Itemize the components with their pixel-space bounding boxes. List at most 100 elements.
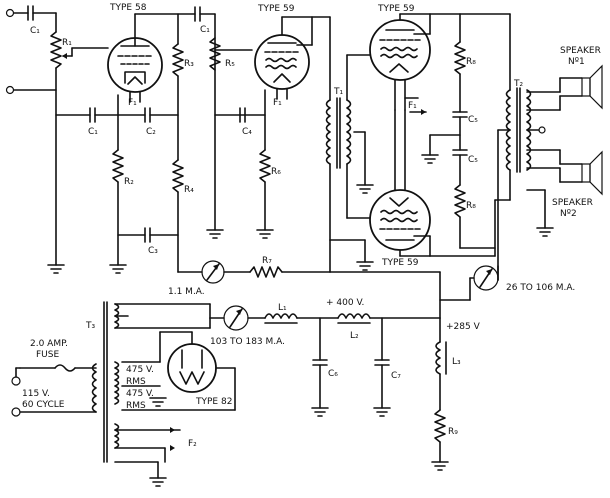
label-c3: C₃ — [148, 246, 158, 256]
label-r8-lower: R₈ — [466, 201, 476, 211]
label-speaker1-num: Nº1 — [568, 57, 585, 67]
ground-symbol — [149, 397, 167, 407]
label-t2: T₂ — [513, 79, 523, 89]
label-mains-c: 60 CYCLE — [22, 400, 65, 410]
label-speaker2: SPEAKER — [552, 198, 593, 208]
label-type59-upper: TYPE 59 — [377, 4, 415, 14]
label-mains-v: 115 V. — [22, 389, 50, 399]
fuse-icon: 2.0 AMP. FUSE — [19, 339, 97, 372]
label-f2: F₂ — [188, 439, 197, 449]
label-r2: R₂ — [124, 177, 134, 187]
label-c1-top: C₁ — [30, 26, 40, 36]
label-c6: C₆ — [328, 369, 338, 379]
label-c1-mid: C₁ — [88, 127, 98, 137]
ground-symbol — [356, 184, 374, 194]
capacitor-c2: C₂ — [144, 107, 156, 137]
resistor-r9: R₉ — [434, 409, 458, 463]
resistor-r5: R₅ — [209, 37, 235, 71]
inductor-l3: L₃ — [435, 341, 461, 375]
resistor-r8-lower: R₈ — [454, 184, 476, 249]
label-f1-type59-upper: F₁ — [408, 101, 417, 111]
transformer-t2: T₂ — [505, 79, 532, 173]
label-l2: L₂ — [350, 331, 359, 341]
mains-terminal-bottom — [11, 407, 21, 417]
capacitor-c3: C₃ — [144, 227, 158, 256]
ground-symbol — [431, 461, 449, 471]
label-v400: + 400 V. — [326, 298, 364, 308]
label-f1-type58: F₁ — [128, 98, 137, 108]
label-type82: TYPE 82 — [195, 397, 232, 407]
label-r6: R₆ — [271, 167, 281, 177]
label-meter3: 26 TO 106 M.A. — [506, 283, 575, 293]
label-l1: L₁ — [278, 303, 287, 313]
tube-type82: TYPE 82 — [167, 343, 232, 407]
input-terminal-bottom — [5, 85, 15, 95]
capacitor-c1-coupling: C₁ — [194, 6, 210, 35]
capacitor-c1-input: C₁ — [27, 5, 57, 36]
ground-symbol — [536, 227, 554, 237]
resistor-r4: R₄ — [172, 159, 194, 273]
tube-type59-driver: F₁ TYPE 59 — [254, 4, 310, 108]
label-tap3: 475 V. — [126, 389, 154, 399]
label-c7: C₇ — [391, 371, 401, 381]
meter-3-icon: 26 TO 106 M.A. — [473, 265, 575, 293]
transformer-t3: T₃ — [85, 301, 120, 463]
label-r4: R₄ — [184, 185, 194, 195]
speaker-1-icon: SPEAKER Nº1 — [560, 46, 603, 110]
label-type58: TYPE 58 — [109, 3, 147, 13]
label-r9: R₉ — [448, 427, 458, 437]
label-type59-lower: TYPE 59 — [381, 258, 419, 268]
label-c2: C₂ — [146, 127, 156, 137]
ground-symbol — [421, 154, 439, 164]
mains-terminal-top — [11, 376, 21, 386]
ground-symbol — [206, 229, 224, 239]
inductor-l2: L₂ — [337, 313, 371, 341]
label-r5: R₅ — [225, 59, 235, 69]
label-tap2: RMS — [126, 377, 146, 387]
speaker-terminal — [538, 126, 546, 134]
label-r7: R₇ — [262, 256, 272, 266]
label-meter2: 103 TO 183 M.A. — [210, 337, 285, 347]
label-tap1: 475 V. — [126, 365, 154, 375]
ground-symbol — [311, 407, 329, 417]
capacitor-c4: C₄ — [239, 107, 252, 137]
label-c1-b: C₁ — [200, 25, 210, 35]
label-tap4: RMS — [126, 401, 146, 411]
meter-2-icon: 103 TO 183 M.A. — [210, 305, 285, 347]
inductor-l1: L₁ — [264, 303, 298, 324]
label-speaker1: SPEAKER — [560, 46, 601, 56]
label-v285: +285 V — [446, 322, 481, 332]
label-meter1: 1.1 M.A. — [168, 287, 205, 297]
label-f1-type59-driver: F₁ — [273, 98, 282, 108]
input-terminal-top — [5, 8, 15, 18]
resistor-r8-upper: R₈ — [454, 13, 476, 113]
label-c5-upper: C₅ — [468, 115, 478, 125]
capacitor-c6: C₆ — [312, 359, 338, 409]
ground-symbol — [109, 264, 127, 274]
ground-symbol — [373, 407, 391, 417]
speaker-2-icon: SPEAKER Nº2 — [552, 150, 603, 219]
input-terminals — [5, 8, 57, 95]
label-speaker2-num: Nº2 — [560, 209, 577, 219]
label-t1: T₁ — [333, 87, 343, 97]
potentiometer-r1: R₁ — [50, 12, 109, 266]
label-c4: C₄ — [242, 127, 252, 137]
ground-symbol — [256, 229, 274, 239]
capacitor-c5-lower: C₅ — [452, 149, 478, 165]
resistor-r7: R₇ — [249, 256, 283, 278]
label-r8-upper: R₈ — [466, 57, 476, 67]
ground-symbol — [356, 261, 374, 271]
ground-symbol — [149, 477, 167, 487]
label-c5-lower: C₅ — [468, 155, 478, 165]
capacitor-c5-upper: C₅ — [452, 111, 478, 125]
label-t3: T₃ — [85, 321, 95, 331]
ground-symbol — [47, 264, 65, 274]
label-fuse-amp: 2.0 AMP. — [30, 339, 68, 349]
label-type59-driver: TYPE 59 — [257, 4, 295, 14]
capacitor-c7: C₇ — [374, 359, 401, 409]
label-fuse: FUSE — [36, 350, 59, 360]
label-r3: R₃ — [184, 59, 194, 69]
resistor-r2: R₂ — [112, 149, 134, 266]
meter-1-icon: 1.1 M.A. — [168, 260, 225, 297]
